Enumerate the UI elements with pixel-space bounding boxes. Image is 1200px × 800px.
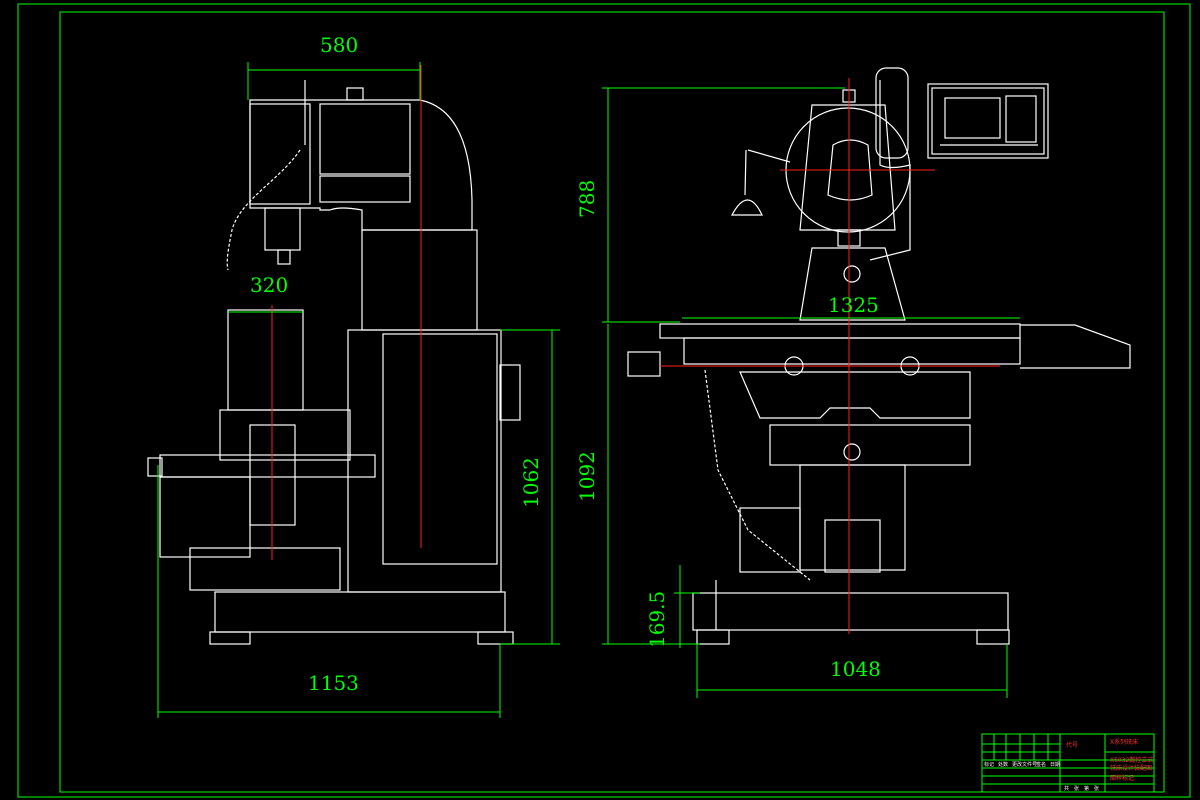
lamp-icon [730, 199, 763, 216]
dim-788: 788 [575, 180, 599, 218]
side-spindle-housing [319, 103, 411, 175]
side-motor-box [249, 103, 311, 205]
control-keypad [1005, 95, 1037, 143]
front-foot-left [696, 629, 730, 645]
dim-1062: 1062 [519, 457, 543, 508]
title-footer-1: 共 [1064, 785, 1069, 792]
front-base [692, 592, 1009, 631]
dim-1325: 1325 [828, 293, 879, 317]
title-row-label-2: 处数 [998, 761, 1008, 768]
control-panel [927, 83, 1049, 159]
title-cell-series: X系列铣床 [1110, 738, 1138, 746]
dim-580: 580 [320, 33, 358, 57]
side-foot-left [209, 631, 251, 645]
front-saddle [739, 371, 971, 419]
dim-1048: 1048 [830, 657, 881, 681]
inner-border [59, 11, 1165, 793]
side-knee [219, 409, 351, 461]
side-lower-knee [159, 476, 251, 558]
front-table-body [683, 337, 1021, 365]
dim-169-5: 169.5 [645, 591, 669, 648]
side-handle [499, 364, 521, 421]
side-spindle [264, 207, 301, 251]
front-handwheel [627, 351, 661, 377]
side-handwheel [147, 457, 163, 477]
title-cell-name-1: X5032数控立式 [1110, 756, 1153, 764]
front-coolant-hose [704, 369, 811, 581]
title-cell-code: 代号 [1066, 741, 1078, 749]
front-cable-arm [869, 80, 911, 261]
side-base [214, 591, 506, 633]
side-elevator [189, 547, 341, 591]
front-view [627, 67, 1131, 645]
side-foot-right [477, 631, 514, 645]
front-motor [739, 507, 801, 573]
title-cell-mark: 图样标记 [1110, 774, 1134, 782]
title-footer-3: 第 [1084, 785, 1089, 792]
front-head-window [827, 139, 873, 201]
title-footer-4: 张 [1094, 785, 1099, 792]
title-row-label-1: 标记 [984, 761, 994, 768]
side-spindle-nose [277, 249, 291, 265]
side-column-door [382, 333, 498, 565]
side-knee-upper [227, 309, 304, 411]
title-row-label-4: 签名 [1036, 761, 1046, 768]
side-saddle [159, 454, 376, 478]
front-foot-right [976, 629, 1010, 645]
title-row-label-5: 日期 [1050, 762, 1060, 768]
front-dimensions: 788 1325 1092 169.5 1048 [575, 87, 1020, 698]
dim-1153: 1153 [308, 671, 359, 695]
side-column-upper [361, 229, 478, 331]
front-column [799, 247, 906, 321]
front-table [659, 323, 1021, 339]
side-gearbox [319, 175, 411, 203]
outer-border [17, 3, 1191, 798]
title-cell-name-2: 铣床设计装配图 [1110, 764, 1152, 772]
title-block: 代号 X系列铣床 X5032数控立式 铣床设计装配图 图样标记 标记 处数 更改… [981, 733, 1155, 793]
side-coolant-hose [226, 149, 301, 271]
title-footer-2: 张 [1074, 785, 1079, 792]
side-head [249, 99, 473, 231]
side-column [347, 329, 502, 593]
front-knee [769, 424, 971, 466]
dim-320: 320 [250, 273, 288, 297]
front-head-body [799, 104, 896, 231]
control-screen [944, 97, 1001, 139]
front-cable-carrier [875, 67, 909, 159]
front-table-extension [1020, 324, 1131, 369]
front-knee-lower [799, 464, 906, 571]
side-dimensions: 580 320 1153 1062 [157, 33, 560, 718]
side-view [147, 65, 521, 645]
side-drawbar [346, 87, 364, 101]
title-row-label-3: 更改文件号 [1012, 761, 1037, 768]
dim-1092: 1092 [575, 451, 599, 502]
